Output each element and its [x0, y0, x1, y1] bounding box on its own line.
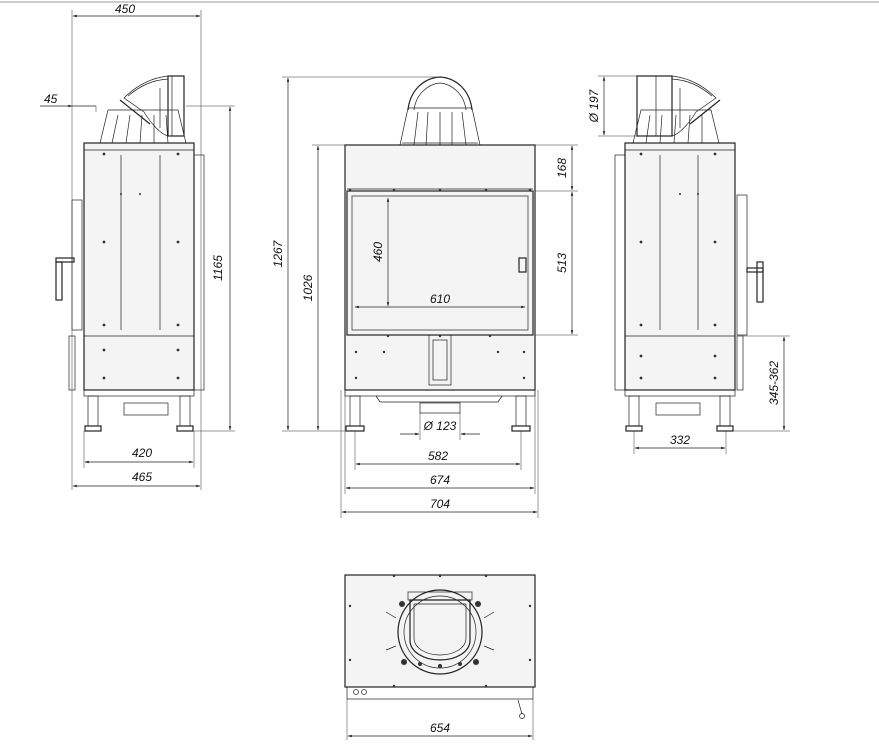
dim-top-width: 654	[430, 721, 450, 735]
dim-air-inlet: Ø 123	[423, 419, 457, 433]
dim-glass-width: 610	[430, 292, 450, 306]
dim-feet-width: 582	[428, 449, 448, 463]
dim-top-band: 168	[555, 158, 569, 178]
dim-total-height: 1267	[271, 239, 285, 267]
dim-door-height: 513	[555, 253, 569, 273]
dim-offset: 45	[44, 92, 58, 106]
dim-body-height: 1026	[301, 274, 315, 301]
dim-foot-depth-left: 420	[132, 446, 152, 460]
dim-body-width: 674	[430, 473, 450, 487]
side-view-left: 450 45 1165 420 465	[40, 2, 235, 490]
dim-glass-height: 460	[371, 242, 385, 262]
top-view: 654	[344, 574, 536, 740]
dim-overall-width: 704	[430, 497, 450, 511]
dim-total-depth: 450	[115, 2, 135, 16]
dim-inlet-height: 345-362	[767, 361, 781, 405]
dim-side-height: 1165	[211, 255, 225, 281]
side-view-right: Ø 197 345-362 332	[587, 75, 790, 454]
dim-flue-diameter: Ø 197	[587, 88, 601, 123]
front-body	[344, 144, 536, 391]
front-view: 1267 1026 460 610 168 513 Ø 123 582 674 …	[271, 76, 578, 518]
dim-foot-depth-right: 332	[670, 433, 690, 447]
side-left-body	[83, 142, 195, 391]
side-right-body	[624, 142, 736, 391]
dim-body-depth: 465	[132, 470, 152, 484]
